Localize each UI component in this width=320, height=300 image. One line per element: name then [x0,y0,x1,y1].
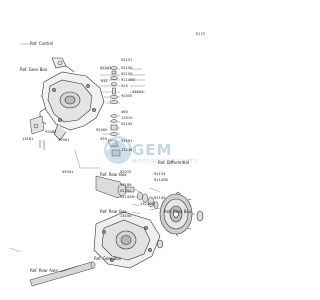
pinion-shaft [95,175,159,209]
ref-shift-control[interactable]: Ref. Control [30,41,54,46]
ref-gear-box-lower[interactable]: Ref. Gear Box [94,256,122,261]
part-92151-mid: 92151 [121,139,133,143]
part-13181: 13181 [22,137,34,141]
part-13010: 13010 [121,116,133,120]
exploded-parts-diagram: GEM MOTORCYCLE PARTS [9,32,206,287]
part-394: 394 [100,137,107,141]
part-92009: 92009 [96,128,108,132]
rear-gear-case [93,211,163,269]
ref-rear-box-low[interactable]: Ref. Rear Box [100,209,127,214]
part-39001: 39001 [58,138,70,142]
part-92145a: 92145A [120,195,134,199]
differential-gear [159,191,204,237]
part-92151-low: 92151 [120,189,132,193]
part-13189: 13189 [120,183,132,187]
part-92145b-low: 92145B [154,178,168,182]
gear-box-housing [39,71,105,141]
diagram-code: E172 [196,32,206,36]
part-92055: 92055 [121,94,133,98]
part-92015: 92015 [120,170,132,174]
ref-gear-box-right[interactable]: Ref. Gear Box [164,209,192,214]
shift-shaft-stack [107,66,121,157]
part-92145-mid: 92145 [121,122,133,126]
shift-control-cover [51,57,75,73]
part-411: 411 [101,79,108,83]
part-92145b-top: 92145B [121,78,135,82]
part-460: 460 [121,110,128,114]
part-92150-mid: 92150 [121,72,133,76]
ref-rear-box-mid[interactable]: Ref. Rear Box [100,172,127,177]
part-920: 920 [121,84,128,88]
rear-axle-shaft [29,261,96,287]
part-92150-top: 92150 [121,66,133,70]
part-13236: 13236 [121,148,133,152]
ref-differential[interactable]: Ref. Differential [158,160,189,165]
diagram-artwork: GEM MOTORCYCLE PARTS [9,43,204,287]
svg-text:GEM: GEM [132,141,173,159]
part-13150: 13150 [120,214,132,218]
ref-gear-box-upper[interactable]: Ref. Gear Box [20,67,48,72]
watermark: GEM MOTORCYCLE PARTS [104,136,198,165]
part-13101: 13101 [132,90,144,94]
part-132186: 132186 [140,202,154,206]
left-fork-assembly [29,115,45,150]
part-92065-left: 92065 [45,130,57,134]
ref-rear-axle[interactable]: Ref. Rear Axle [30,268,58,273]
svg-text:MOTORCYCLE PARTS: MOTORCYCLE PARTS [132,159,198,165]
part-92153: 92153 [154,172,166,176]
part-49041: 49041 [62,170,74,174]
part-92145-right: 92145 [154,196,166,200]
part-92043: 92043 [100,66,112,70]
part-92151-top: 92151 [121,58,133,62]
